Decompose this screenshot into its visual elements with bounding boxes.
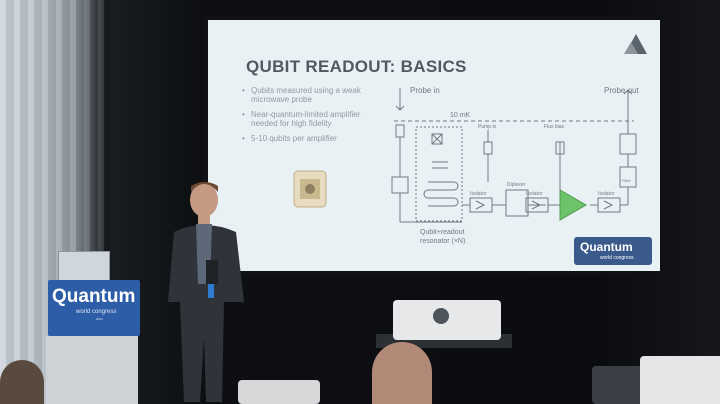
presentation-slide: QUBIT READOUT: BASICS Qubits measured us… bbox=[208, 20, 660, 271]
qubit-readout-label: Qubit+readout bbox=[420, 229, 465, 236]
flux-bias-label: Flux bias bbox=[544, 124, 565, 130]
slide-title: QUBIT READOUT: BASICS bbox=[246, 57, 467, 76]
readout-schematic-diagram: Probe in Probe out 10 mK Pump in Flux bi… bbox=[391, 86, 639, 245]
probe-in-label: Probe in bbox=[410, 86, 440, 95]
slide-bullets: Qubits measured using a weak microwave p… bbox=[242, 86, 377, 149]
laptop bbox=[58, 251, 110, 283]
conference-banner: Quantum world congress 2024 bbox=[48, 280, 140, 336]
audience-chair bbox=[238, 380, 320, 404]
chip-package-image bbox=[293, 170, 327, 208]
bullet-item: Near-quantum-limited amplifier needed fo… bbox=[242, 110, 377, 128]
footer-logo-big: Quantum bbox=[580, 240, 633, 254]
projector-lens bbox=[433, 308, 449, 324]
slide-footer-logo: Quantum world congress bbox=[574, 237, 652, 265]
bullet-item: 5-10 qubits per amplifier bbox=[242, 134, 377, 143]
mxc-label: 10 mK bbox=[450, 112, 471, 119]
banner-subtitle: world congress bbox=[76, 309, 117, 315]
audience-head bbox=[0, 360, 44, 404]
banner-year: 2024 bbox=[96, 317, 103, 321]
filter-label: Filter bbox=[622, 178, 632, 183]
isolator-label: Isolator bbox=[526, 191, 543, 197]
projector bbox=[393, 300, 501, 340]
bullet-item: Qubits measured using a weak microwave p… bbox=[242, 86, 377, 104]
presenter-logo-icon bbox=[624, 34, 647, 54]
speaker-figure bbox=[168, 182, 244, 402]
probe-out-label: Probe out bbox=[604, 86, 639, 95]
diplexer-label: Diplexer bbox=[507, 182, 526, 188]
footer-logo-small: world congress bbox=[600, 255, 634, 261]
isolator-label: Isolator bbox=[470, 191, 487, 197]
resonator-label: resonator (×N) bbox=[420, 238, 465, 245]
pump-in-label: Pump in bbox=[478, 124, 497, 130]
side-table bbox=[640, 356, 720, 404]
banner-title: Quantum bbox=[52, 286, 136, 307]
podium bbox=[46, 336, 138, 404]
isolator-label: Isolator bbox=[598, 191, 615, 197]
audience-head bbox=[372, 342, 432, 404]
